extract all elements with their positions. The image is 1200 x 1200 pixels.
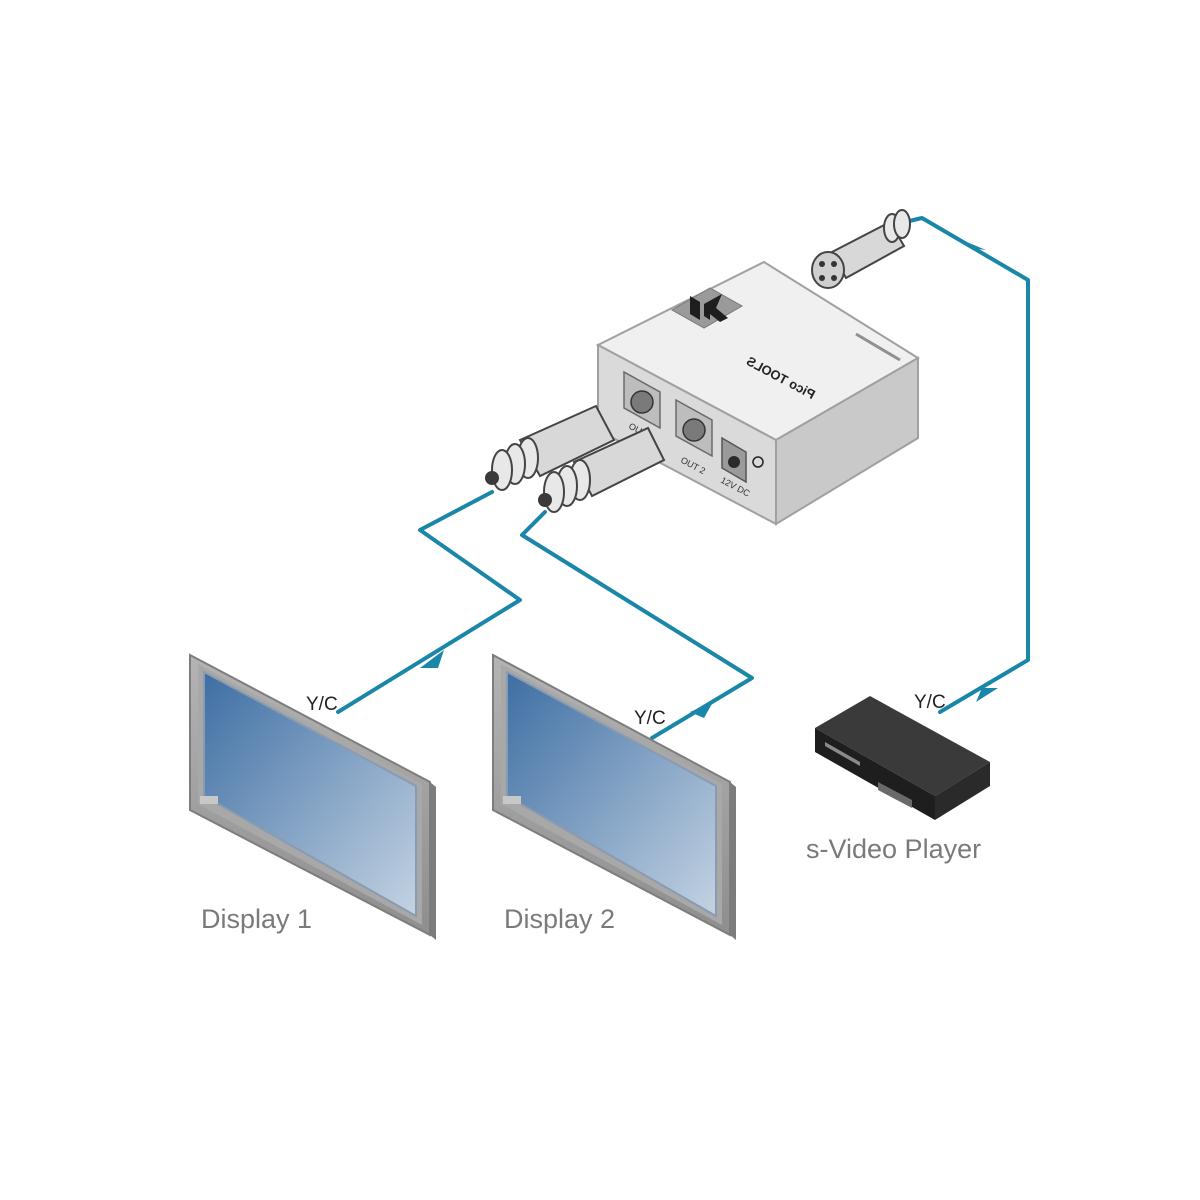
arrow-icon	[962, 240, 986, 250]
dc-jack-icon	[728, 456, 740, 468]
connector-out2	[538, 426, 666, 513]
display-2-label: Display 2	[504, 904, 615, 934]
display-2-badge	[503, 796, 521, 804]
svideo-player	[815, 696, 990, 820]
display-1-side	[430, 782, 436, 940]
cable-output-1-line	[336, 490, 522, 714]
connector-input-pin	[819, 275, 825, 281]
device-side	[775, 356, 919, 526]
arrow-icon	[690, 702, 713, 718]
power-icon	[752, 456, 764, 468]
connector-input-face	[811, 251, 845, 289]
connector-input-pin	[831, 261, 837, 267]
display-2	[492, 653, 736, 940]
player-disc-tray	[825, 742, 860, 766]
player-display-window	[878, 782, 912, 808]
display-2-side	[730, 782, 736, 940]
cable-input-label: Y/C	[914, 692, 946, 713]
device-port-out1: OUT 1	[623, 370, 661, 442]
arrow-icon	[976, 688, 998, 702]
cable-output-2	[520, 510, 754, 740]
connector-input	[811, 209, 911, 289]
svideo-port-icon	[630, 390, 654, 414]
display-1	[189, 653, 436, 940]
display-1-badge	[200, 796, 218, 804]
cable-output-2-label: Y/C	[634, 708, 666, 729]
cable-output-1	[336, 490, 522, 714]
player-side	[935, 762, 990, 820]
connector-out2-tip	[538, 493, 552, 507]
display-2-screen	[506, 670, 717, 918]
connector-out1-strain	[491, 437, 539, 491]
arrow-icon	[420, 650, 444, 668]
pico-tools-device: Pico TOOLS OUT 1 OUT 2 12V DC	[595, 260, 920, 526]
kramer-logo-icon	[670, 287, 744, 329]
connector-input-pin	[819, 261, 825, 267]
player-top	[815, 696, 990, 796]
cable-output-1-label: Y/C	[306, 694, 338, 715]
player-label: s-Video Player	[806, 834, 981, 864]
connector-input-strain	[883, 209, 911, 243]
display-1-screen	[203, 670, 417, 918]
connector-input-pin	[831, 275, 837, 281]
device-edge-groove	[855, 332, 901, 362]
connector-out1	[485, 404, 616, 491]
svideo-port-icon	[682, 418, 706, 442]
display-1-label: Display 1	[201, 904, 312, 934]
connector-out1-tip	[485, 471, 499, 485]
cable-input	[903, 216, 1030, 714]
cable-input-line	[903, 216, 1030, 714]
